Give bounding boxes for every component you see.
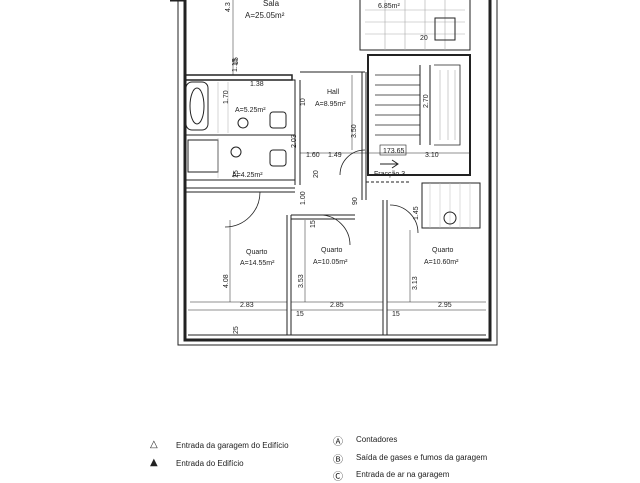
dim-label: 1.15 [232, 58, 239, 72]
dim-label: 15 [233, 57, 240, 65]
bedroom-mid-top [291, 214, 355, 220]
dim-label: 10 [300, 98, 307, 106]
dim-label: 15 [392, 311, 400, 318]
dim-label: 1.00 [300, 191, 307, 205]
small-room-wall [359, 0, 471, 51]
sala-label: Sala [263, 0, 280, 8]
toilet-2 [230, 146, 242, 158]
dim-label: 90 [352, 197, 359, 205]
mid-wall-2 [382, 200, 388, 335]
small-room-box [434, 17, 456, 41]
dim-lines [190, 220, 486, 303]
stair-hatch [434, 64, 461, 146]
dim-label: 3.13 [412, 276, 419, 290]
sink-1 [269, 111, 287, 129]
stair-level: 173.65 [383, 148, 405, 155]
wc-tiles [217, 82, 229, 178]
hall-wall-right [361, 72, 367, 200]
dim-label: 3.10 [425, 152, 439, 159]
quarto1-label: Quarto [246, 249, 268, 256]
hall-area: A=8.95m² [315, 101, 346, 108]
dim-label: 25 [233, 326, 240, 334]
dim-label: 3.50 [351, 124, 358, 138]
dim-label: 1.60 [306, 152, 320, 159]
dim-label: 15 [310, 220, 317, 228]
dim-label: 4.08 [223, 274, 230, 288]
door-arc-q2 [319, 214, 351, 246]
sala-area: A=25.05m² [245, 11, 285, 20]
bathtub-inner [189, 87, 205, 125]
toilet-1 [237, 117, 249, 129]
wc2-area: A=4.25m² [232, 172, 263, 179]
dim-label: 20 [313, 170, 320, 178]
bedroom-top-wall [185, 187, 295, 193]
dim-label: 1.49 [328, 152, 342, 159]
dim-label: 15 [233, 170, 240, 178]
quarto1-area: A=14.55m² [240, 260, 275, 267]
hall-door-arc [339, 149, 366, 176]
sala-bottom-wall [185, 74, 293, 81]
stair-shaft [367, 54, 471, 176]
dim-label: 2.70 [423, 94, 430, 108]
dim-label: 4.3 [225, 2, 232, 12]
dim-label: 2.95 [438, 302, 452, 309]
dim-label: 2.85 [330, 302, 344, 309]
fraction-label: Fracção 3 [374, 171, 405, 178]
outer-wall-left-shell [177, 0, 498, 346]
level-box [379, 144, 407, 156]
circle-c-icon [443, 211, 457, 225]
dim-label: 1.70 [223, 90, 230, 104]
dim-label: 1.45 [413, 206, 420, 220]
mid-wall-1 [286, 215, 292, 335]
stair-hatch-lines [439, 70, 456, 140]
hall-label: Hall [327, 89, 340, 96]
quarto2-area: A=10.05m² [313, 259, 348, 266]
quarto3-area: A=10.60m² [424, 259, 459, 266]
quarto2-label: Quarto [321, 247, 343, 254]
small-room-area: 6.85m² [378, 3, 400, 10]
hall-wall-left [294, 80, 301, 185]
dim-vert-1 [232, 0, 353, 150]
wc1-area: A=5.25m² [235, 107, 266, 114]
small-room-grid [365, 0, 465, 50]
closet-q3-grid [429, 183, 471, 228]
sink-2 [269, 149, 287, 167]
bathtub [185, 81, 209, 131]
door-arc-q1 [224, 191, 261, 228]
closet-q3 [421, 182, 481, 229]
dim-label: 20 [420, 35, 428, 42]
dim-label: 2.83 [240, 302, 254, 309]
dim-label: 2.03 [291, 134, 298, 148]
dim-label: 3.53 [298, 274, 305, 288]
dim-label: 1.38 [250, 81, 264, 88]
stair-arrow-icon [380, 159, 399, 169]
door-arc-q3 [389, 204, 419, 234]
dim-label: 15 [296, 311, 304, 318]
quarto3-label: Quarto [432, 247, 454, 254]
outer-wall [170, 0, 492, 342]
stair-inner [419, 65, 431, 145]
shower-tray [187, 139, 219, 173]
stair-steps [375, 74, 420, 136]
